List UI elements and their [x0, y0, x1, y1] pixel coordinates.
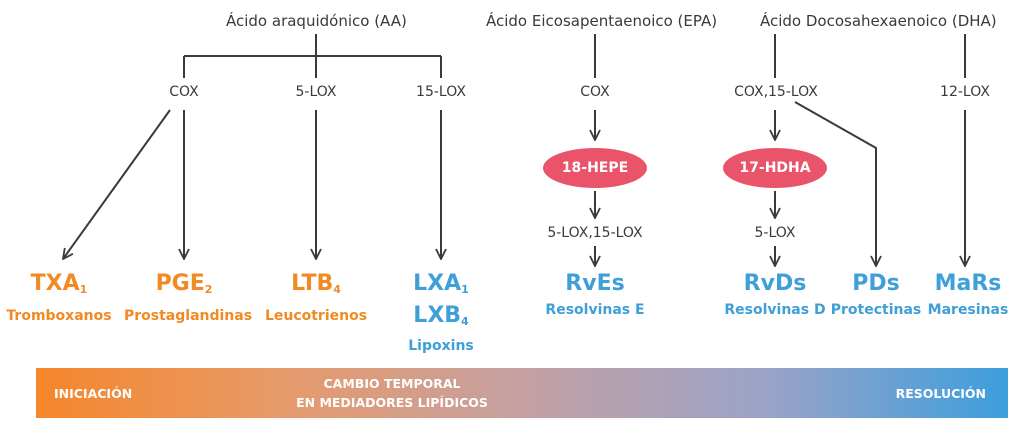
cox-to-txa-arrow	[63, 109, 171, 259]
source-aa-label: Ácido araquidónico (AA)	[226, 12, 407, 30]
timeline-middle-line1: CAMBIO TEMPORAL	[323, 376, 461, 391]
timeline-middle-line2: EN MEDIADORES LIPÍDICOS	[296, 395, 488, 410]
product-lxb4-symbol: LXB4	[413, 303, 469, 329]
product-pds-symbol: PDs	[852, 271, 900, 296]
product-mars-symbol: MaRs	[934, 271, 1002, 296]
product-mars-name: Maresinas	[927, 302, 1009, 318]
timeline-start-label: INICIACIÓN	[54, 386, 133, 401]
product-lipoxins: LXA1 LXB4 Lipoxins	[391, 271, 491, 355]
enzyme-15lox-aa-label: 15-LOX	[416, 84, 466, 100]
product-pds-name: Protectinas	[830, 302, 922, 318]
enzyme-cox-15lox-dha-label: COX,15-LOX	[734, 84, 818, 100]
product-rves: RvEs Resolvinas E	[540, 271, 650, 319]
product-ltb4-symbol: LTB4	[291, 271, 341, 297]
product-rves-symbol: RvEs	[565, 271, 625, 296]
product-pge2-symbol: PGE2	[155, 271, 213, 297]
product-lipoxins-name: Lipoxins	[408, 338, 474, 354]
product-ltb4-name: Leucotrienos	[264, 308, 368, 324]
product-txa1-name: Tromboxanos	[6, 308, 112, 324]
product-rvds-symbol: RvDs	[743, 271, 807, 296]
product-pds: PDs Protectinas	[826, 271, 926, 319]
timeline-gradient-bar: INICIACIÓN CAMBIO TEMPORAL EN MEDIADORES…	[36, 368, 1008, 418]
timeline-end-label: RESOLUCIÓN	[895, 386, 986, 401]
enzyme-cox-epa-label: COX	[580, 84, 610, 100]
product-pge2: PGE2 Prostaglandinas	[124, 271, 253, 325]
product-ltb4: LTB4 Leucotrienos	[261, 271, 371, 325]
product-txa1-symbol: TXA1	[30, 271, 88, 297]
intermediate-18-hepe: 18-HEPE	[543, 148, 647, 188]
product-rves-name: Resolvinas E	[545, 302, 645, 318]
enzyme-5lox-dha-label: 5-LOX	[754, 225, 796, 241]
source-epa-label: Ácido Eicosapentaenoico (EPA)	[486, 12, 718, 30]
cox15-to-pds-arrow	[794, 101, 876, 266]
product-rvds-name: Resolvinas D	[724, 302, 826, 318]
enzyme-5lox-aa-label: 5-LOX	[295, 84, 337, 100]
timeline-middle-label: CAMBIO TEMPORAL EN MEDIADORES LIPÍDICOS	[272, 374, 512, 412]
source-dha-label: Ácido Docosahexaenoico (DHA)	[760, 12, 997, 30]
product-rvds: RvDs Resolvinas D	[715, 271, 835, 319]
product-pge2-name: Prostaglandinas	[124, 308, 253, 324]
enzyme-12lox-dha-label: 12-LOX	[940, 84, 990, 100]
intermediate-17-hdha: 17-HDHA	[723, 148, 827, 188]
product-mars: MaRs Maresinas	[920, 271, 1016, 319]
product-lxa1-symbol: LXA1	[413, 271, 469, 297]
enzyme-cox-aa-label: COX	[169, 84, 199, 100]
product-txa1: TXA1 Tromboxanos	[4, 271, 114, 325]
enzyme-5lox-15lox-epa-label: 5-LOX,15-LOX	[547, 225, 643, 241]
